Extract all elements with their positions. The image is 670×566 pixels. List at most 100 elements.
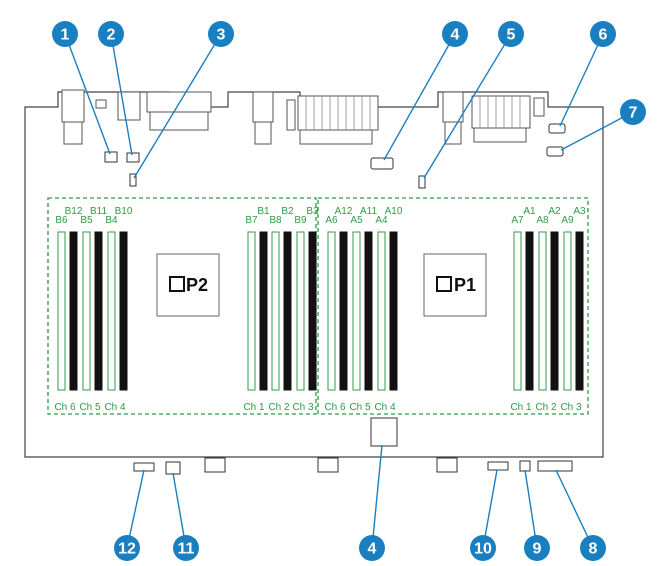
callout-circle — [208, 21, 234, 47]
dimm-slot-label: A8 — [536, 215, 549, 226]
channel-label: Ch 3 — [292, 402, 314, 413]
processor-label-p1: P1 — [454, 275, 476, 295]
dimm-slot-label: B5 — [80, 215, 93, 226]
channel-label: Ch 4 — [104, 402, 126, 413]
dimm-slot-a2 — [550, 231, 559, 391]
power-connector-b — [317, 457, 339, 473]
callout-number: 5 — [507, 27, 516, 44]
callout-number: 8 — [589, 541, 598, 558]
callout-circle — [173, 535, 199, 561]
connector-2 — [126, 152, 140, 163]
dimm-slot-b10 — [119, 231, 128, 391]
dimm-slot-label: B3 — [306, 206, 319, 217]
dimm-slot-label: A12 — [335, 206, 353, 217]
power-connector-a — [204, 457, 226, 473]
callout-number: 6 — [599, 27, 608, 44]
power-connector-c — [436, 457, 458, 473]
dimm-slot-a6 — [327, 231, 336, 391]
dimm-slot-label: A1 — [523, 206, 536, 217]
connector-8 — [537, 460, 573, 472]
dimm-slot-a3 — [575, 231, 584, 391]
cpu-icon — [169, 276, 452, 292]
dimm-slot-label: B11 — [90, 206, 107, 217]
callout-circle — [470, 535, 496, 561]
dimm-slot-b8 — [271, 231, 280, 391]
dimm-slot-label: B6 — [55, 215, 68, 226]
callout-circle — [98, 21, 124, 47]
callout-number: 11 — [178, 541, 195, 558]
callout-number: 4 — [451, 27, 460, 44]
dimm-slot-label: A5 — [350, 215, 363, 226]
dimm-slot-label: B8 — [269, 215, 282, 226]
dimm-slot-a8 — [538, 231, 547, 391]
channel-label: Ch 6 — [54, 402, 76, 413]
dimm-slot-b3 — [308, 231, 317, 391]
channel-label: Ch 3 — [560, 402, 582, 413]
processor-label-p2: P2 — [186, 275, 208, 295]
callout-circle — [442, 21, 468, 47]
connector-12 — [133, 462, 155, 472]
callout-number: 1 — [61, 27, 70, 44]
callout-number: 3 — [217, 27, 226, 44]
dimm-zones — [47, 197, 589, 415]
callout-number: 4 — [368, 541, 377, 558]
callout-circle — [114, 535, 140, 561]
callout-number: 2 — [107, 27, 116, 44]
channel-label: Ch 5 — [349, 402, 371, 413]
dimm-slot-label: A3 — [573, 206, 586, 217]
dimm-slot-b6 — [57, 231, 66, 391]
channel-label: Ch 5 — [79, 402, 101, 413]
connector-4-bottom — [370, 417, 398, 447]
dimm-slot-label: B7 — [245, 215, 258, 226]
callout-circle — [524, 535, 550, 561]
channel-label: Ch 6 — [324, 402, 346, 413]
dimm-slot-a1 — [525, 231, 534, 391]
dimm-slot-label: B10 — [115, 206, 133, 217]
callout-number: 12 — [118, 541, 136, 558]
dimm-slot-b7 — [247, 231, 256, 391]
dimm-slot-b2 — [283, 231, 292, 391]
dimm-slot-label: A4 — [375, 215, 388, 226]
processor-boxes — [156, 253, 487, 317]
callout-circle — [52, 21, 78, 47]
callout-circle — [590, 21, 616, 47]
channel-label: Ch 2 — [268, 402, 290, 413]
callout-circle — [498, 21, 524, 47]
dimm-slot-a12 — [339, 231, 348, 391]
callout-circle — [620, 99, 646, 125]
channel-label: Ch 4 — [374, 402, 396, 413]
connector-11 — [165, 461, 181, 475]
dimm-slot-label: A6 — [325, 215, 338, 226]
dimm-slot-b12 — [69, 231, 78, 391]
connector-10 — [487, 461, 509, 471]
callout-circle — [359, 535, 385, 561]
dimm-slot-label: B12 — [65, 206, 83, 217]
connector-4-top — [370, 157, 394, 170]
dimm-slot-a4 — [377, 231, 386, 391]
callout-number: 7 — [629, 105, 638, 122]
connector-1 — [104, 151, 118, 163]
dimm-slot-label: B1 — [257, 206, 270, 217]
dimm-slot-b9 — [296, 231, 305, 391]
dimm-slots — [57, 231, 584, 391]
channel-label: Ch 1 — [243, 402, 265, 413]
dimm-slot-label: A7 — [511, 215, 524, 226]
channel-label: Ch 1 — [510, 402, 532, 413]
dimm-slot-a5 — [352, 231, 361, 391]
dimm-slot-label: A2 — [548, 206, 561, 217]
connector-5 — [418, 175, 426, 189]
dimm-slot-b4 — [107, 231, 116, 391]
dimm-slot-a7 — [513, 231, 522, 391]
connector-6 — [548, 123, 566, 134]
dimm-slot-label: A9 — [561, 215, 574, 226]
dimm-slot-label: B4 — [105, 215, 118, 226]
dimm-slot-label: B9 — [294, 215, 307, 226]
rear-io-pin-lines — [305, 96, 521, 130]
dimm-slot-label: A11 — [360, 206, 377, 217]
dimm-slot-label: B2 — [281, 206, 294, 217]
callout-number: 10 — [474, 541, 492, 558]
dimm-slot-a9 — [563, 231, 572, 391]
